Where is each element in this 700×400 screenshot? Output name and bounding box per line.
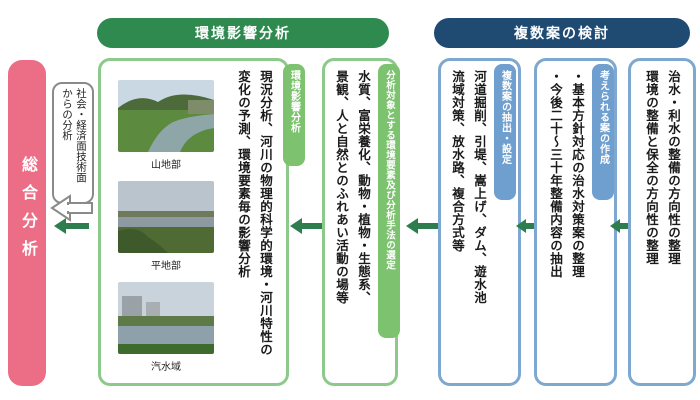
social-note-line1: 社会・経済面 bbox=[74, 88, 89, 151]
extract-text-col2: 流域対策、放水路、複合方式等 bbox=[448, 70, 467, 252]
target-selection-tag: 分析対象とする環境要素及び分析手法の選定 bbox=[378, 64, 400, 338]
considered-text-col2: ・今後二十〜三十年整備内容の抽出 bbox=[546, 70, 565, 278]
considered-text-col1: ・基本方針対応の治水対策案の整理 bbox=[568, 70, 587, 278]
estuary-photo bbox=[118, 282, 214, 354]
comprehensive-analysis-label: 総合分析 bbox=[16, 156, 40, 268]
env-impact-tag: 環境影響分析 bbox=[283, 64, 305, 166]
mountain-caption: 山地部 bbox=[118, 156, 214, 171]
env-impact-text-col1: 現況分析、河川の物理的科学的環境・河川特性の bbox=[256, 70, 275, 356]
target-text-col2: 景観、人と自然とのふれあい活動の場等 bbox=[332, 70, 351, 304]
plain-river-photo bbox=[118, 181, 214, 253]
social-note-line3: からの分析 bbox=[60, 88, 75, 141]
arrow-to-comprehensive bbox=[52, 216, 92, 236]
estuary-caption: 汽水域 bbox=[118, 358, 214, 373]
multi-plan-header: 複数案の検討 bbox=[434, 18, 690, 48]
arrow-to-env-impact bbox=[288, 216, 324, 236]
arrow-to-target bbox=[404, 216, 440, 236]
extract-text-col1: 河道掘削、引堤、嵩上げ、ダム、遊水池 bbox=[470, 70, 489, 304]
extract-plans-tag: 複数案の抽出・設定 bbox=[494, 64, 516, 200]
policy-direction-panel bbox=[628, 58, 696, 386]
comprehensive-analysis-box: 総合分析 bbox=[8, 60, 46, 386]
considered-plans-tag: 考えられる案の作成 bbox=[592, 64, 614, 200]
env-impact-text-col2: 変化の予測、環境要素毎の影響分析 bbox=[234, 70, 253, 278]
policy-text-col2: 環境の整備と保全の方向性の整理 bbox=[642, 70, 661, 265]
policy-text-col1: 治水・利水の整備の方向性の整理 bbox=[664, 70, 683, 265]
mountain-river-photo bbox=[118, 80, 214, 152]
target-text-col1: 水質、富栄養化、動物・植物・生態系、 bbox=[354, 70, 373, 304]
plain-caption: 平地部 bbox=[118, 257, 214, 272]
env-analysis-header: 環境影響分析 bbox=[97, 18, 389, 48]
social-note-line2: 技術面 bbox=[74, 151, 89, 183]
